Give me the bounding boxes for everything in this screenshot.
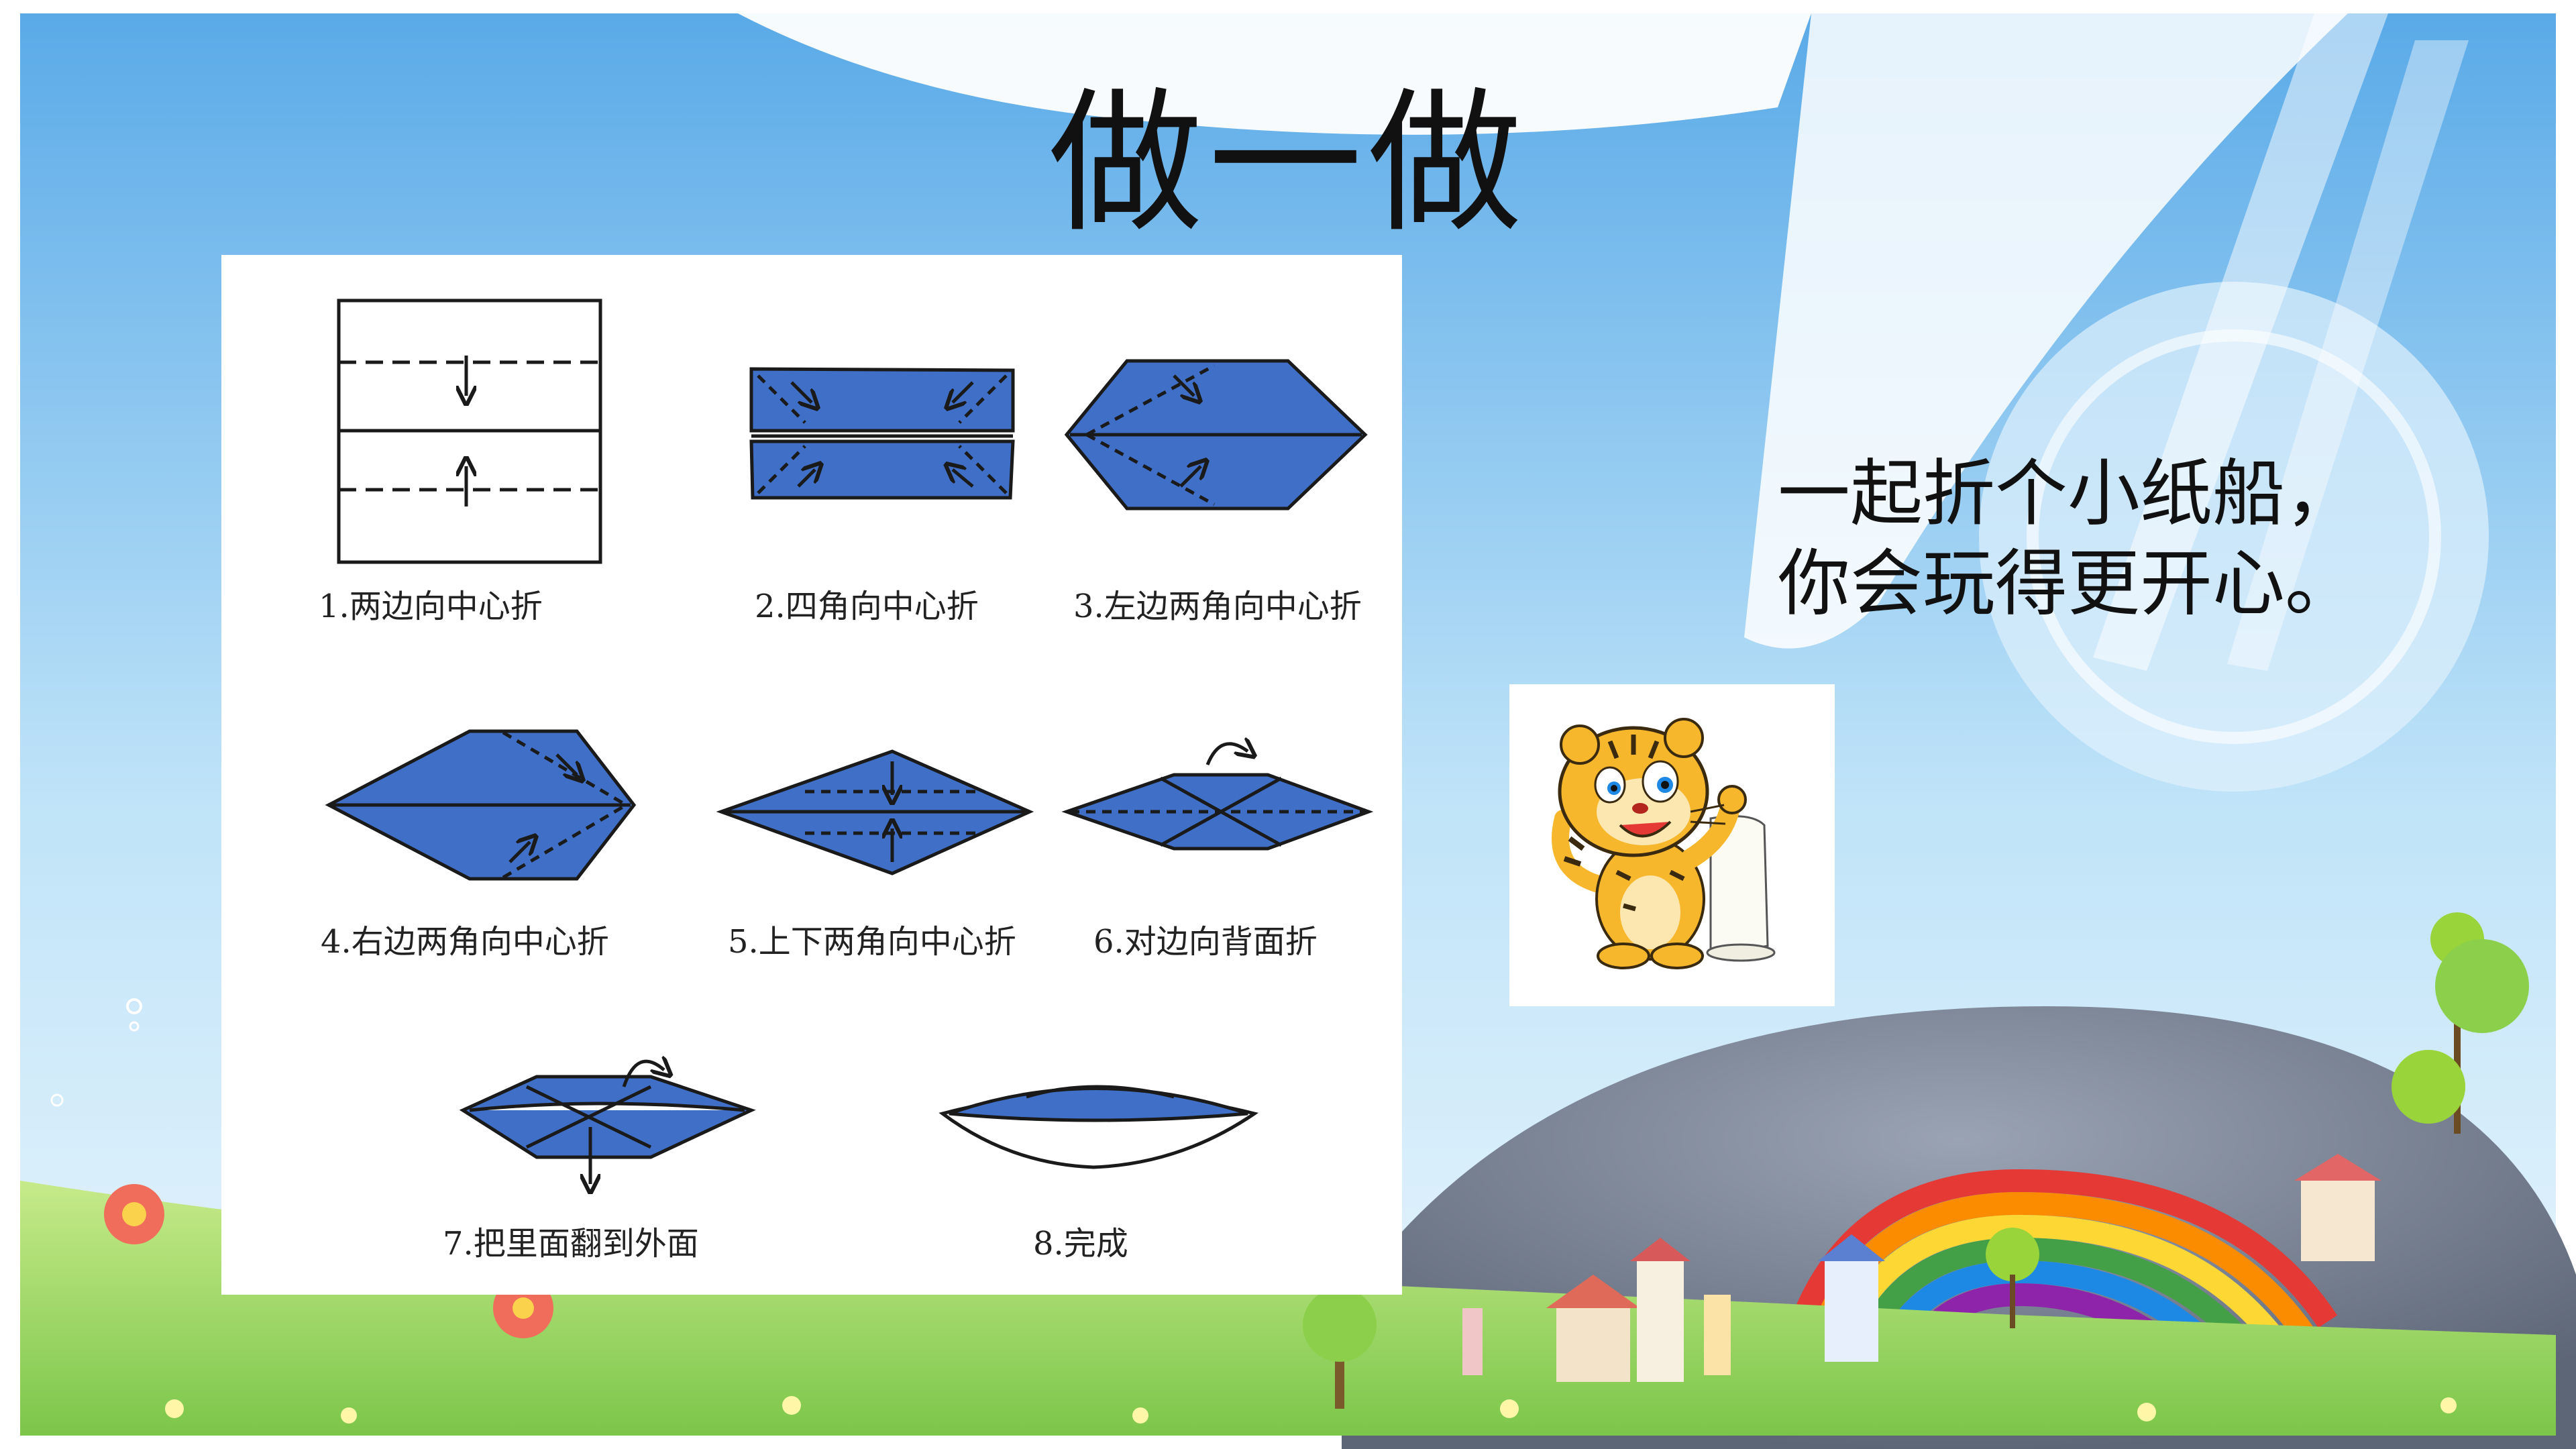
encouragement-text: 一起折个小纸船， 你会玩得更开心。 <box>1778 449 2357 629</box>
tree-icon <box>1303 912 2529 1409</box>
step-2-diagram <box>749 367 1015 500</box>
page-title: 做一做 <box>1048 74 1527 254</box>
step-4-diagram <box>325 729 637 881</box>
scroll-icon <box>1706 815 1776 962</box>
step-6-diagram <box>1061 744 1374 851</box>
step-8-diagram <box>938 1085 1259 1169</box>
step-5-caption: 5.上下两角向中心折 <box>728 923 1016 961</box>
step-2-caption: 2.四角向中心折 <box>755 588 979 625</box>
step-8-caption: 8.完成 <box>1033 1225 1128 1263</box>
step-7-diagram <box>459 1061 756 1184</box>
steps-illustrations <box>325 299 1374 1295</box>
folding-steps-panel: 1.两边向中心折 2.四角向中心折 3.左边两角向中心折 4.右边两角向中心折 … <box>221 255 1402 1295</box>
step-3-diagram <box>1064 359 1368 511</box>
step-4-caption: 4.右边两角向中心折 <box>321 923 609 961</box>
step-1-diagram <box>337 299 602 564</box>
house-icon <box>1462 1154 2381 1382</box>
step-6-caption: 6.对边向背面折 <box>1093 923 1318 961</box>
tiger-mascot-icon <box>1552 718 1776 969</box>
cloud-swoosh <box>738 13 1811 135</box>
tip-line-1: 一起折个小纸船， <box>1778 452 2358 536</box>
step-7-caption: 7.把里面翻到外面 <box>443 1225 699 1263</box>
tip-line-2: 你会玩得更开心。 <box>1778 542 2358 626</box>
sun-ring <box>1979 282 2489 792</box>
step-1-caption: 1.两边向中心折 <box>319 588 543 625</box>
step-3-caption: 3.左边两角向中心折 <box>1073 588 1362 625</box>
step-5-diagram <box>716 749 1034 875</box>
grass-ground <box>20 1181 2556 1436</box>
mascot-card <box>1509 684 1835 1006</box>
